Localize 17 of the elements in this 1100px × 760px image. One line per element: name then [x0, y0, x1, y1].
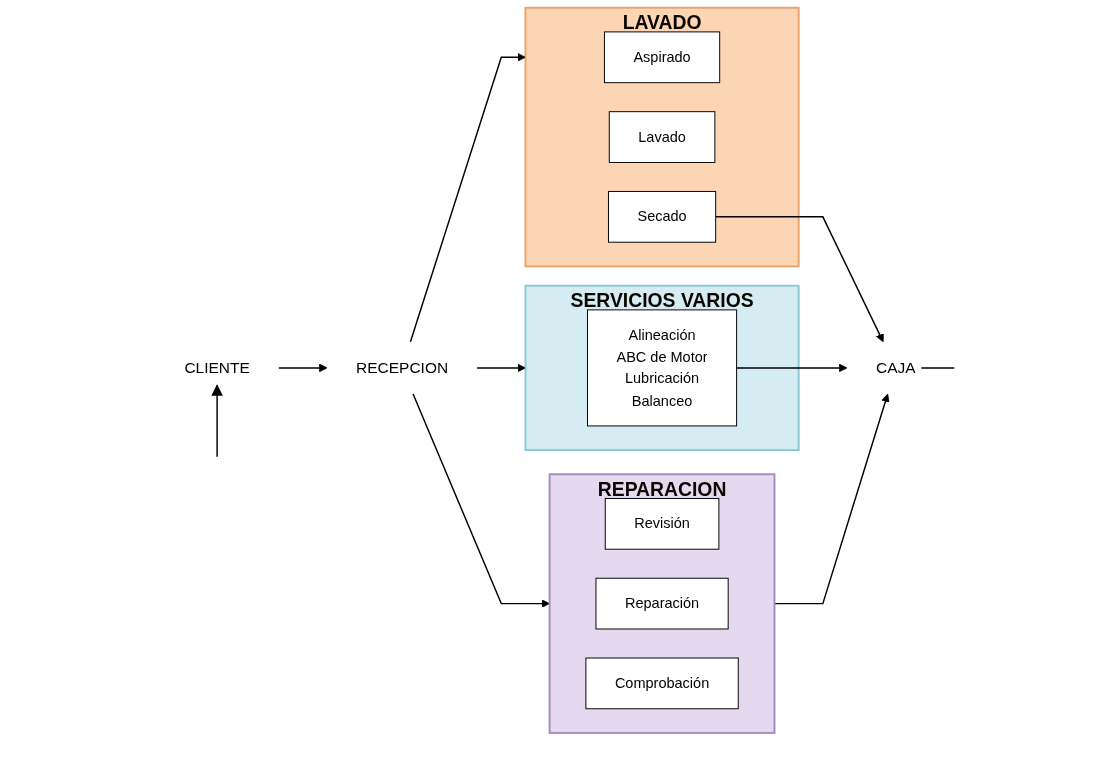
- node-box: Lavado: [608, 111, 716, 163]
- node-text: RECEPCION: [356, 359, 449, 376]
- node-box: Aspirado: [603, 31, 721, 84]
- arrow: [412, 393, 550, 608]
- arrow: [476, 363, 526, 373]
- node-box: Secado: [607, 190, 717, 243]
- node-box: Reparación: [595, 577, 729, 630]
- node-text: CLIENTE: [184, 359, 250, 376]
- node-box: Revisión: [604, 497, 720, 550]
- arrow: [409, 53, 526, 343]
- node-box: Alineación ABC de Motor Lubricación Balanceo: [587, 309, 738, 427]
- node-box: Comprobación: [585, 657, 739, 710]
- arrow: [735, 363, 848, 373]
- arrow: [278, 363, 328, 373]
- arrow: [714, 216, 884, 343]
- arrow: [211, 384, 223, 458]
- node-text: CAJA: [876, 359, 916, 376]
